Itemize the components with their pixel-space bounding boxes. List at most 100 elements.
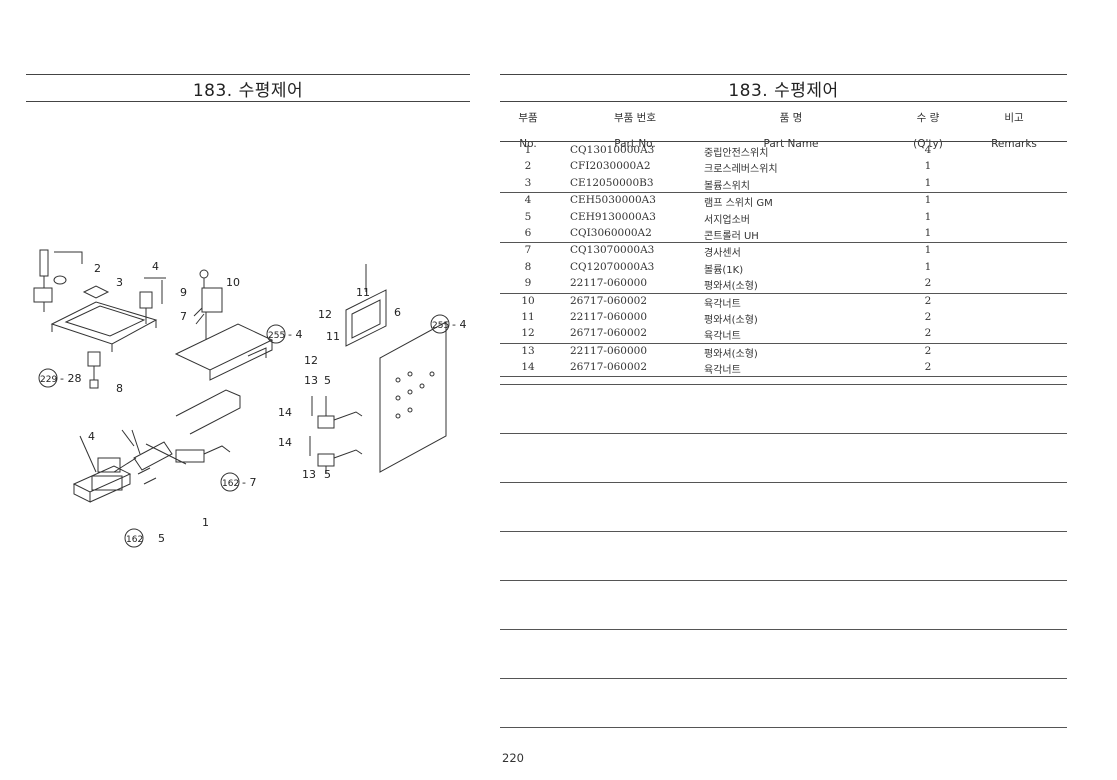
back-plate (379, 321, 447, 473)
part-number-index: 13 (521, 344, 535, 357)
part-number-index: 6 (524, 226, 532, 239)
part-number: 22117-060000 (570, 344, 648, 357)
callout-13-top: 13 (304, 374, 318, 387)
part-number-index: 3 (524, 176, 532, 189)
callout-labels: 2 3 4 10 9 7 11 12 6 255 - 4 255 - 4 11 … (38, 260, 466, 548)
callout-162-b: 162 (126, 535, 143, 545)
part-number: 22117-060000 (570, 277, 648, 290)
part-quantity: 2 (924, 294, 932, 307)
blank-line (500, 482, 1067, 483)
part-name: 육각너트 (704, 331, 741, 343)
part-name: 육각너트 (704, 298, 741, 310)
diagram-title: 183. 수평제어 (26, 74, 470, 102)
callout-4-top: 4 (152, 260, 159, 273)
part-quantity: 2 (924, 361, 932, 374)
callout-12-top: 12 (318, 308, 332, 321)
part-name: 평와셔(소형) (704, 281, 758, 293)
callout-8: 8 (116, 382, 123, 395)
part-name: 볼륨스위치 (704, 180, 750, 192)
callout-12-bottom: 12 (304, 354, 318, 367)
callout-5-top: 5 (324, 374, 331, 387)
part-quantity: 1 (924, 244, 932, 257)
blank-line (500, 531, 1067, 532)
part-number: 22117-060000 (570, 310, 648, 323)
blank-line (500, 678, 1067, 679)
part-name: 경사센서 (704, 248, 741, 260)
callout-4-bottom: 4 (88, 430, 95, 443)
callout-10: 10 (226, 276, 240, 289)
mounting-bracket (174, 323, 274, 371)
blank-line (500, 727, 1067, 728)
callout-229-suffix: - 28 (60, 372, 81, 385)
part-number: 26717-060002 (570, 294, 648, 307)
part-name: 평와셔(소형) (704, 348, 758, 360)
lever-base (33, 287, 53, 303)
part-quantity: 1 (924, 226, 932, 239)
callout-14-bottom: 14 (278, 436, 292, 449)
callout-3: 3 (116, 276, 123, 289)
callout-6: 6 (394, 306, 401, 319)
table-row: 7 CQ13070000A3 경사센서 1 (500, 243, 1067, 259)
part-number: CQ12070000A3 (570, 260, 655, 273)
part-number-index: 5 (524, 210, 532, 223)
part-number: CQ13010000A3 (570, 144, 655, 156)
diagram-panel: 183. 수평제어 (26, 72, 470, 572)
part-quantity: 4 (924, 144, 932, 156)
callout-255-b-suffix: - 4 (452, 318, 466, 331)
blank-line (500, 433, 1067, 434)
blank-line (500, 629, 1067, 630)
part-name: 크로스레버스위치 (704, 164, 778, 176)
callout-162-a: 162 (222, 479, 239, 489)
callout-5-bottom: 5 (324, 468, 331, 481)
part-quantity: 2 (924, 344, 932, 357)
part-number: CEH9130000A3 (570, 210, 656, 223)
part-number-index: 7 (524, 244, 532, 257)
part-number-index: 2 (524, 160, 532, 173)
part-quantity: 2 (924, 327, 932, 340)
part-number: CQ13070000A3 (570, 244, 655, 257)
part-number-index: 11 (521, 310, 535, 323)
part-quantity: 1 (924, 160, 932, 173)
part-name: 육각너트 (704, 365, 741, 377)
part-quantity: 1 (924, 210, 932, 223)
part-number: 26717-060002 (570, 327, 648, 340)
table-row: 10 26717-060002 육각너트 2 (500, 294, 1067, 310)
table-row: 12 26717-060002 육각너트 2 (500, 326, 1067, 344)
part-name: 중립안전스위치 (704, 148, 769, 159)
part-number-index: 9 (524, 277, 532, 290)
callout-1: 1 (202, 516, 209, 529)
part-number-index: 4 (524, 194, 532, 207)
part-number-index: 8 (524, 260, 532, 273)
callout-255-b: 255 (432, 321, 449, 331)
callout-162-a-suffix: - 7 (242, 476, 256, 489)
callout-11-top: 11 (356, 286, 370, 299)
parts-list-panel: 183. 수평제어 부품 No. 부품 번호 Part No. 품 명 Part… (500, 72, 1067, 772)
part-number-index: 14 (521, 361, 535, 374)
callout-5-lower: 5 (158, 532, 165, 545)
controller-unit (345, 289, 387, 347)
callout-2: 2 (94, 262, 101, 275)
page-number: 220 (502, 751, 524, 765)
part-quantity: 1 (924, 260, 932, 273)
tilt-sensor-body (201, 287, 223, 313)
part-number: CEH5030000A3 (570, 194, 656, 207)
part-number-index: 10 (521, 294, 535, 307)
parts-table-header: 부품 No. 부품 번호 Part No. 품 명 Part Name 수 량 … (500, 112, 1067, 150)
parts-illustration: 2 3 4 10 9 7 11 12 6 255 - 4 255 - 4 11 … (33, 249, 466, 548)
part-number: CQI3060000A2 (570, 226, 652, 239)
part-number-index: 12 (521, 327, 535, 340)
blank-line (500, 580, 1067, 581)
callout-13-bottom: 13 (302, 468, 316, 481)
header-divider (500, 141, 1067, 142)
part-quantity: 1 (924, 194, 932, 207)
part-name: 평와셔(소형) (704, 314, 758, 326)
